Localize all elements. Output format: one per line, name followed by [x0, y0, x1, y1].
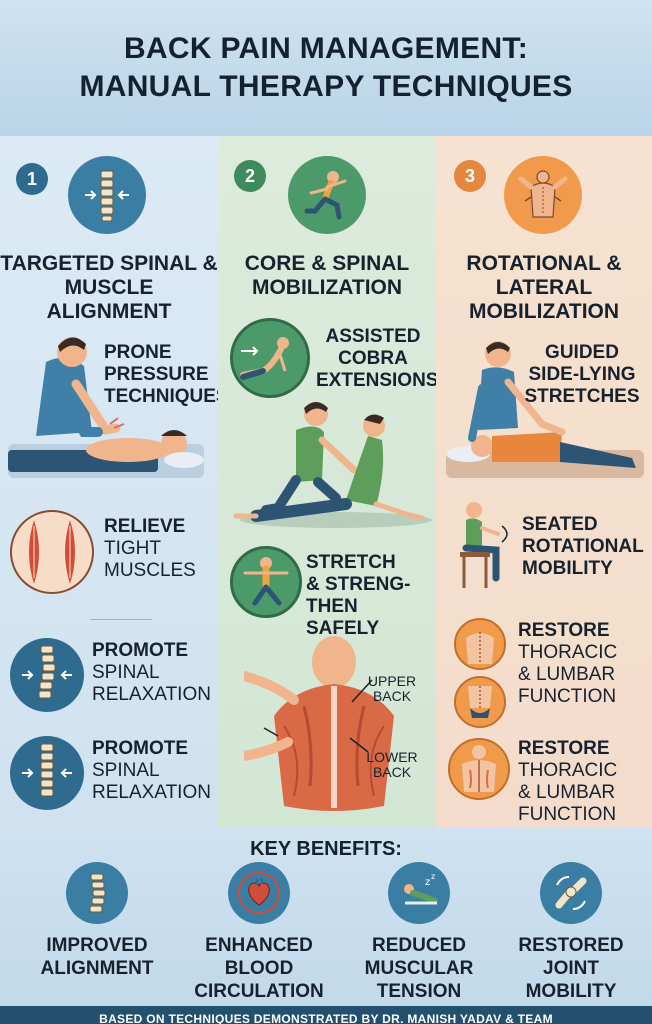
technique-label: PRONE PRESSURE TECHNIQUES — [104, 342, 229, 407]
spine-relax-icon — [10, 638, 84, 712]
seated-mobility-label: SEATED ROTATIONAL MOBILITY — [522, 514, 644, 579]
benefit-restore-function: RESTORE THORACIC & LUMBAR FUNCTION — [518, 620, 618, 707]
step-number-badge: 3 — [454, 160, 486, 192]
cobra-pose-icon — [230, 318, 310, 398]
seated-rotation-illustration — [448, 498, 518, 594]
column-core-mobilization: 2 CORE & SPINAL MOBILIZATION ASSISTED CO… — [218, 136, 439, 828]
benefit-spinal-relaxation: PROMOTE SPINAL RELAXATION — [92, 738, 211, 803]
spine-icon — [68, 156, 146, 234]
benefit-spinal-relaxation: PROMOTE SPINAL RELAXATION — [92, 640, 211, 705]
benefit-relieve-muscles: RELIEVE TIGHT MUSCLES — [104, 516, 196, 581]
back-muscle-anatomy — [239, 636, 424, 816]
prone-pressure-illustration — [6, 332, 206, 484]
footer-credit: BASED ON TECHNIQUES DEMONSTRATED BY DR. … — [0, 1006, 652, 1024]
resting-person-icon: z z — [388, 862, 450, 924]
column-title: TARGETED SPINAL & MUSCLE ALIGNMENT — [0, 252, 218, 323]
page-title-line-1: BACK PAIN MANAGEMENT: — [123, 32, 529, 65]
page-title-line-2: MANUAL THERAPY TECHNIQUES — [79, 70, 573, 103]
benefit-enhanced-circulation: ENHANCED BLOOD CIRCULATION — [184, 862, 334, 1003]
lower-back-label: LOWER BACK — [366, 749, 418, 780]
assisted-cobra-illustration — [226, 400, 432, 530]
thoracic-back-icon — [454, 618, 506, 670]
stretch-figure-icon — [230, 546, 302, 618]
joint-icon — [540, 862, 602, 924]
page-header: BACK PAIN MANAGEMENT: MANUAL THERAPY TEC… — [0, 0, 652, 136]
lumbar-back-icon — [454, 676, 506, 728]
muscle-fiber-icon — [10, 510, 94, 594]
step-number-badge: 1 — [16, 163, 48, 195]
column-rotational-mobilization: 3 ROTATIONAL & LATERAL MOBILIZATION G — [436, 136, 652, 828]
heart-icon — [228, 862, 290, 924]
spine-relax-icon — [10, 736, 84, 810]
torso-rotation-icon — [504, 156, 582, 234]
back-muscles-icon — [448, 738, 510, 800]
svg-text:z: z — [431, 872, 435, 881]
benefit-restored-mobility: RESTORED JOINT MOBILITY — [496, 862, 646, 1003]
upper-back-label: UPPER BACK — [367, 673, 417, 704]
technique-label: ASSISTED COBRA EXTENSIONS — [316, 326, 439, 391]
benefit-improved-alignment: IMPROVED ALIGNMENT — [22, 862, 172, 980]
spine-icon — [66, 862, 128, 924]
svg-text:z: z — [425, 877, 430, 888]
benefit-reduced-tension: z z REDUCED MUSCULAR TENSION — [344, 862, 494, 1003]
column-title: CORE & SPINAL MOBILIZATION — [244, 252, 410, 299]
column-spinal-alignment: 1 TARGETED SPINAL & MUSCLE ALIGNMENT — [0, 136, 229, 828]
divider — [90, 619, 152, 620]
benefit-restore-function: RESTORE THORACIC & LUMBAR FUNCTION — [518, 738, 618, 825]
step-number-badge: 2 — [234, 160, 266, 192]
key-benefits-section: KEY BENEFITS: IMPROVED ALIGNMENT — [0, 828, 652, 1006]
lunge-stretch-icon — [288, 156, 366, 234]
column-title: ROTATIONAL & LATERAL MOBILIZATION — [466, 252, 622, 323]
stretch-strengthen-label: STRETCH & STRENG- THEN SAFELY — [306, 552, 411, 639]
key-benefits-title: KEY BENEFITS: — [250, 838, 402, 860]
technique-label: GUIDED SIDE-LYING STRETCHES — [524, 342, 640, 407]
side-lying-stretch-illustration — [442, 338, 648, 484]
